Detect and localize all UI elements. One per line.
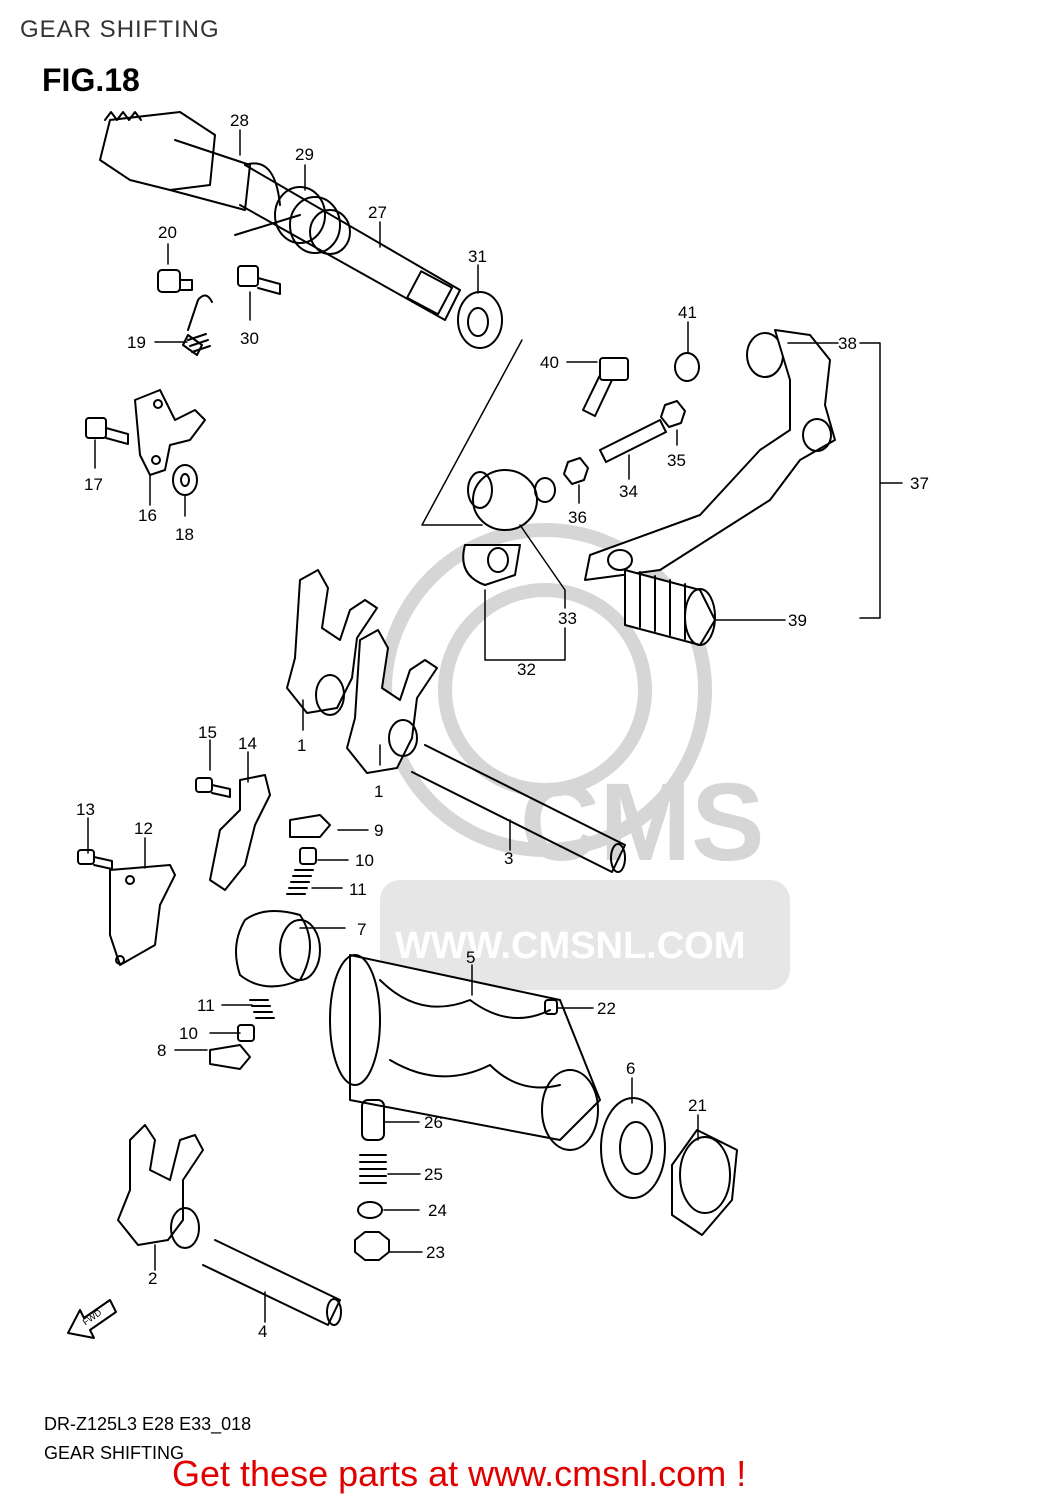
leader-lines	[87, 129, 903, 1323]
callout-7: 7	[357, 920, 366, 939]
callout-19: 19	[127, 333, 146, 352]
callout-9: 9	[374, 821, 383, 840]
callout-16: 16	[138, 506, 157, 525]
gear-stopper-plate	[134, 389, 206, 496]
gearshift-cam	[329, 954, 601, 1151]
fork-shaft-lower	[202, 1239, 342, 1326]
callout-31: 31	[468, 247, 487, 266]
pedal-rubber	[624, 569, 716, 646]
shift-forks-upper	[286, 569, 438, 774]
callout-28: 28	[230, 111, 249, 130]
callout-36: 36	[568, 508, 587, 527]
callout-34: 34	[619, 482, 638, 501]
callout-6: 6	[626, 1059, 635, 1078]
page-header: GEAR SHIFTING	[20, 16, 220, 43]
watermark-brand: CMS	[520, 761, 764, 884]
callout-35: 35	[667, 451, 686, 470]
callout-18: 18	[175, 525, 194, 544]
watermark-url: WWW.CMSNL.COM	[395, 925, 745, 967]
callout-4: 4	[258, 1322, 267, 1341]
small-bolts	[85, 265, 281, 445]
callout-25: 25	[424, 1165, 443, 1184]
callout-10b: 10	[179, 1024, 198, 1043]
footer-section-title: GEAR SHIFTING	[44, 1443, 185, 1463]
pedal-fasteners	[563, 352, 700, 485]
callout-27: 27	[368, 203, 387, 222]
callout-21: 21	[688, 1096, 707, 1115]
model-code: DR-Z125L3 E28 E33_018	[44, 1414, 252, 1434]
cam-washer-and-plate	[600, 1097, 738, 1236]
callout-29: 29	[295, 145, 314, 164]
callout-13: 13	[76, 800, 95, 819]
gearshift-lever	[584, 329, 836, 581]
figure-label: FIG.18	[42, 62, 140, 98]
callout-17: 17	[84, 475, 103, 494]
cms-watermark	[378, 523, 790, 990]
fwd-arrow-icon	[67, 1299, 117, 1339]
callout-39: 39	[788, 611, 807, 630]
callout-15: 15	[198, 723, 217, 742]
callout-40: 40	[540, 353, 559, 372]
neutral-switch-parts	[354, 1099, 390, 1261]
gear-shift-shaft-assembly	[99, 111, 503, 349]
callout-2: 2	[148, 1269, 157, 1288]
cta-link[interactable]: Get these parts at www.cmsnl.com !	[172, 1453, 747, 1494]
callout-1a: 1	[297, 736, 306, 755]
cam-pins-springs	[209, 814, 331, 1070]
callout-24: 24	[428, 1201, 447, 1220]
callout-11a: 11	[349, 880, 367, 899]
callout-33: 33	[558, 609, 577, 628]
callout-11b: 11	[197, 996, 215, 1015]
callout-14: 14	[238, 734, 257, 753]
shift-joint	[462, 469, 556, 586]
gearshift-cam-driven-gear	[235, 910, 321, 988]
callout-23: 23	[426, 1243, 445, 1262]
callout-5: 5	[466, 948, 475, 967]
callout-30: 30	[240, 329, 259, 348]
callout-26: 26	[424, 1113, 443, 1132]
callout-37: 37	[910, 474, 929, 493]
callout-labels: 28 29 27 20 31 19 30 41 38 40 17 16 18 3…	[76, 111, 929, 1341]
shift-fork-lower	[117, 1124, 204, 1249]
callout-1b: 1	[374, 782, 383, 801]
cam-stopper-plates	[77, 774, 271, 966]
callout-3: 3	[504, 849, 513, 868]
callout-22: 22	[597, 999, 616, 1018]
callout-12: 12	[134, 819, 153, 838]
callout-38: 38	[838, 334, 857, 353]
fork-shaft-upper	[411, 744, 626, 873]
callout-10a: 10	[355, 851, 374, 870]
callout-20: 20	[158, 223, 177, 242]
callout-32: 32	[517, 660, 536, 679]
callout-8: 8	[157, 1041, 166, 1060]
callout-41: 41	[678, 303, 697, 322]
